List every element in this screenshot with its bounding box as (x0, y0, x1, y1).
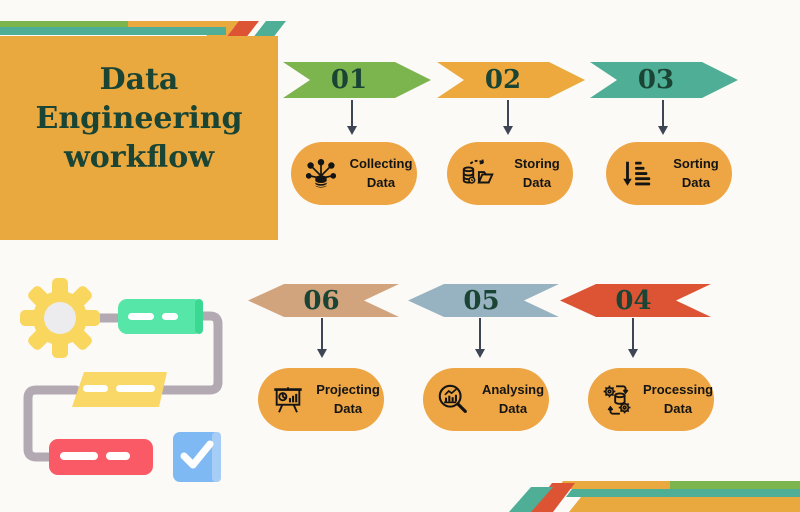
arrow-banner-polygon (437, 62, 585, 98)
arrow-left-shape (408, 284, 559, 317)
flowchart-step-red (49, 439, 153, 475)
arrow-left-shape (560, 284, 711, 317)
step-number: 01 (330, 65, 368, 95)
connector-line (479, 318, 481, 349)
step-04-arrow-banner: 04 (560, 284, 711, 317)
connector-line (351, 100, 353, 126)
down-arrow-connector (474, 318, 486, 358)
arrow-right-shape (283, 62, 431, 98)
arrow-banner-polygon (560, 284, 711, 317)
deco-orange-stripe (557, 481, 670, 489)
step-03-pill: Sorting Data (606, 142, 732, 205)
analysing-data-icon (438, 384, 467, 413)
step-label: Analysing Data (481, 381, 545, 416)
bottom-right-corner-decoration (509, 481, 800, 512)
arrowhead-down-icon (628, 349, 638, 358)
projecting-data-icon (274, 386, 302, 413)
processing-data-icon (603, 384, 631, 415)
deco-green-stripe (0, 21, 128, 27)
deco-teal-stripe (566, 489, 800, 497)
step-label: Collecting Data (349, 155, 413, 190)
arrow-right-shape (590, 62, 738, 98)
arrow-left-shape (248, 284, 399, 317)
sorting-data-icon (623, 161, 651, 186)
connector-line (662, 100, 664, 126)
arrowhead-down-icon (317, 349, 327, 358)
deco-teal-stripe (0, 27, 226, 35)
arrow-banner-polygon (590, 62, 738, 98)
gear-icon (20, 278, 100, 358)
deco-red-diagonal (530, 483, 575, 512)
arrowhead-down-icon (658, 126, 668, 135)
arrowhead-down-icon (503, 126, 513, 135)
down-arrow-connector (502, 100, 514, 135)
step-06-arrow-banner: 06 (248, 284, 399, 317)
title-block: Data Engineering workflow (0, 36, 278, 240)
step-01-arrow-banner: 01 (283, 62, 431, 98)
step-number: 06 (303, 285, 340, 316)
connector-line (321, 318, 323, 349)
step-number: 05 (463, 285, 500, 316)
checkbox-icon (173, 432, 221, 482)
flowchart-step-yellow (72, 372, 167, 407)
step-06-pill: Projecting Data (258, 368, 384, 431)
step-label: Processing Data (643, 381, 714, 416)
step-03-arrow-banner: 03 (590, 62, 738, 98)
arrowhead-down-icon (475, 349, 485, 358)
step-label: Sorting Data (673, 155, 719, 190)
connector-line (507, 100, 509, 126)
storing-data-icon (462, 158, 494, 184)
deco-green-stripe (670, 481, 800, 489)
down-arrow-connector (346, 100, 358, 135)
step-label: Storing Data (514, 155, 560, 190)
step-label: Projecting Data (316, 381, 380, 416)
step-02-pill: Storing Data (447, 142, 573, 205)
flowchart-step-green (118, 299, 203, 334)
step-04-pill: Processing Data (588, 368, 714, 431)
arrow-right-shape (437, 62, 585, 98)
page-title: Data Engineering workflow (35, 62, 243, 175)
down-arrow-connector (316, 318, 328, 358)
step-number: 04 (615, 285, 652, 316)
deco-orange-band (569, 497, 800, 512)
deco-teal-diagonal (509, 487, 553, 512)
step-02-arrow-banner: 02 (437, 62, 585, 98)
down-arrow-connector (627, 318, 639, 358)
arrow-banner-polygon (408, 284, 559, 317)
step-05-pill: Analysing Data (423, 368, 549, 431)
arrowhead-down-icon (347, 126, 357, 135)
step-01-pill: Collecting Data (291, 142, 417, 205)
arrow-banner-polygon (248, 284, 399, 317)
collecting-data-icon (305, 158, 337, 188)
workflow-flowchart-illustration (20, 278, 223, 482)
down-arrow-connector (657, 100, 669, 135)
connector-line (632, 318, 634, 349)
step-number: 03 (637, 65, 675, 95)
step-05-arrow-banner: 05 (408, 284, 559, 317)
arrow-banner-polygon (283, 62, 431, 98)
step-number: 02 (484, 65, 522, 95)
deco-orange-stripe (128, 21, 239, 27)
